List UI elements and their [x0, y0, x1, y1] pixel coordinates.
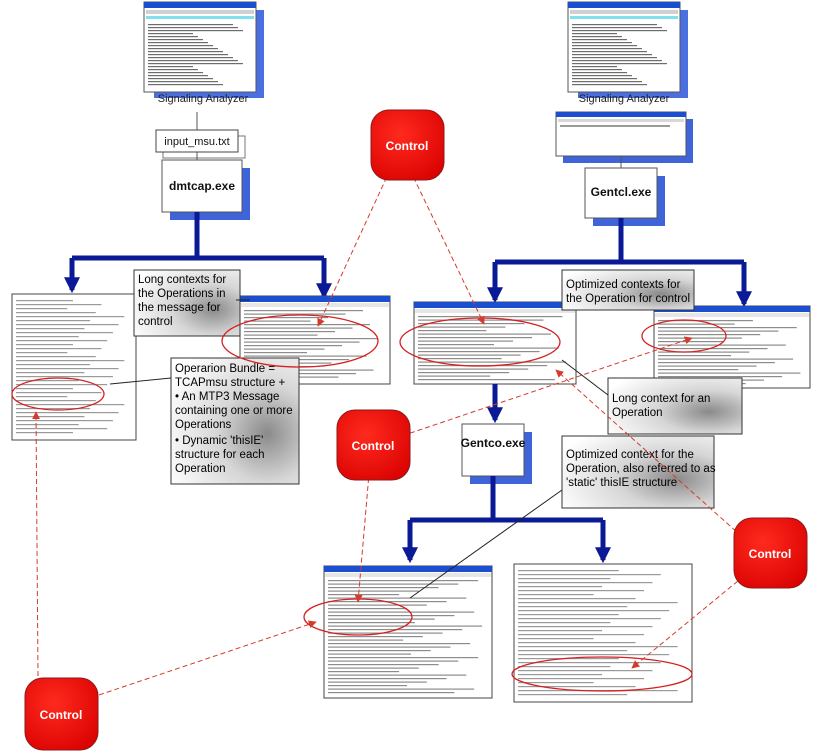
document-text-lines	[16, 300, 125, 434]
callout-line: • An MTP3 Message	[175, 391, 279, 403]
signaling-analyzer-right-window	[567, 1, 688, 98]
app-content-rows	[148, 24, 243, 86]
dmtcap-label: dmtcap.exe	[169, 179, 235, 193]
signaling-analyzer-left-label: Signaling Analyzer	[158, 93, 249, 105]
gentco-box: Gentco.exe	[461, 423, 532, 484]
gentcl-output-arrows	[486, 218, 753, 308]
control-label: Control	[749, 547, 792, 561]
input-msu-file: input_msu.txt	[155, 129, 246, 159]
svg-text:Optimized context for the: Optimized context for the Operation, als…	[566, 449, 719, 489]
callout-long-context: Long context for an Operation	[607, 377, 743, 435]
gentcl-box: Gentcl.exe	[584, 167, 665, 226]
context-document-left	[11, 293, 137, 441]
callout-line: Operation	[175, 463, 226, 475]
gentcl-label: Gentcl.exe	[591, 185, 652, 199]
control-node-middle: Control	[336, 409, 411, 481]
callout-line: 'static' thisIE structure	[566, 477, 677, 489]
input-msu-label: input_msu.txt	[164, 136, 229, 148]
svg-text:Long context for an Oper: Long context for an Operation	[612, 393, 714, 419]
window-text-lines	[328, 580, 483, 694]
callout-optimized-contexts: Optimized contexts for the Operation for…	[561, 269, 695, 311]
control-label: Control	[352, 439, 395, 453]
callout-line: the message for	[138, 302, 221, 314]
callout-line: Operation, also referred to as	[566, 463, 716, 475]
control-label: Control	[386, 139, 429, 153]
control-node-right: Control	[733, 517, 808, 589]
svg-text:Operarion Bundle = TCAPm: Operarion Bundle = TCAPmsu structure + •…	[175, 363, 296, 475]
control-label: Control	[40, 708, 83, 722]
notepad-window-bottom-left	[323, 565, 493, 699]
control-node-top: Control	[370, 109, 445, 181]
callout-long-contexts: Long contexts for the Operations in the …	[133, 269, 241, 337]
callout-line: Optimized contexts for	[566, 279, 681, 291]
callout-line: Optimized context for the	[566, 449, 694, 461]
callout-operation-bundle: Operarion Bundle = TCAPmsu structure + •…	[170, 357, 300, 485]
dmtcap-output-arrows	[63, 212, 333, 300]
window-text-lines	[418, 316, 567, 381]
callout-line: Operation	[612, 407, 663, 419]
signaling-analyzer-left-window	[143, 1, 264, 98]
callout-line: the Operation for control	[566, 293, 690, 305]
callout-line: Operations	[175, 419, 232, 431]
callout-pointers	[109, 299, 609, 599]
app-content-rows	[572, 24, 667, 86]
control-arrows	[32, 169, 749, 701]
svg-text:Optimized contexts for t: Optimized contexts for the Operation for…	[566, 279, 690, 305]
callout-line: structure for each	[175, 449, 264, 461]
window-text-lines	[244, 310, 377, 378]
dmtcap-box: dmtcap.exe	[161, 159, 250, 220]
document-bottom-right	[513, 563, 693, 703]
svg-text:Long contexts for the Op: Long contexts for the Operations in the …	[138, 274, 229, 328]
callout-line: TCAPmsu structure +	[175, 377, 286, 389]
callout-line: Long context for an	[612, 393, 710, 405]
callout-line: containing one or more	[175, 405, 293, 417]
signaling-analyzer-right-label: Signaling Analyzer	[579, 93, 670, 105]
notepad-window-long-context	[413, 301, 577, 385]
control-node-bottom-left: Control	[24, 677, 99, 751]
callout-line: the Operations in	[138, 288, 226, 300]
gentco-output-arrows	[401, 476, 612, 564]
gentcl-input-window	[555, 111, 693, 163]
callout-line: Operarion Bundle =	[175, 363, 275, 375]
callout-line: control	[138, 316, 173, 328]
callout-line: • Dynamic 'thisIE'	[175, 435, 263, 447]
callout-optimized-context: Optimized context for the Operation, als…	[561, 435, 719, 509]
notepad-window-optimized	[653, 305, 811, 389]
callout-line: Long contexts for	[138, 274, 226, 286]
gentco-label: Gentco.exe	[461, 436, 526, 450]
